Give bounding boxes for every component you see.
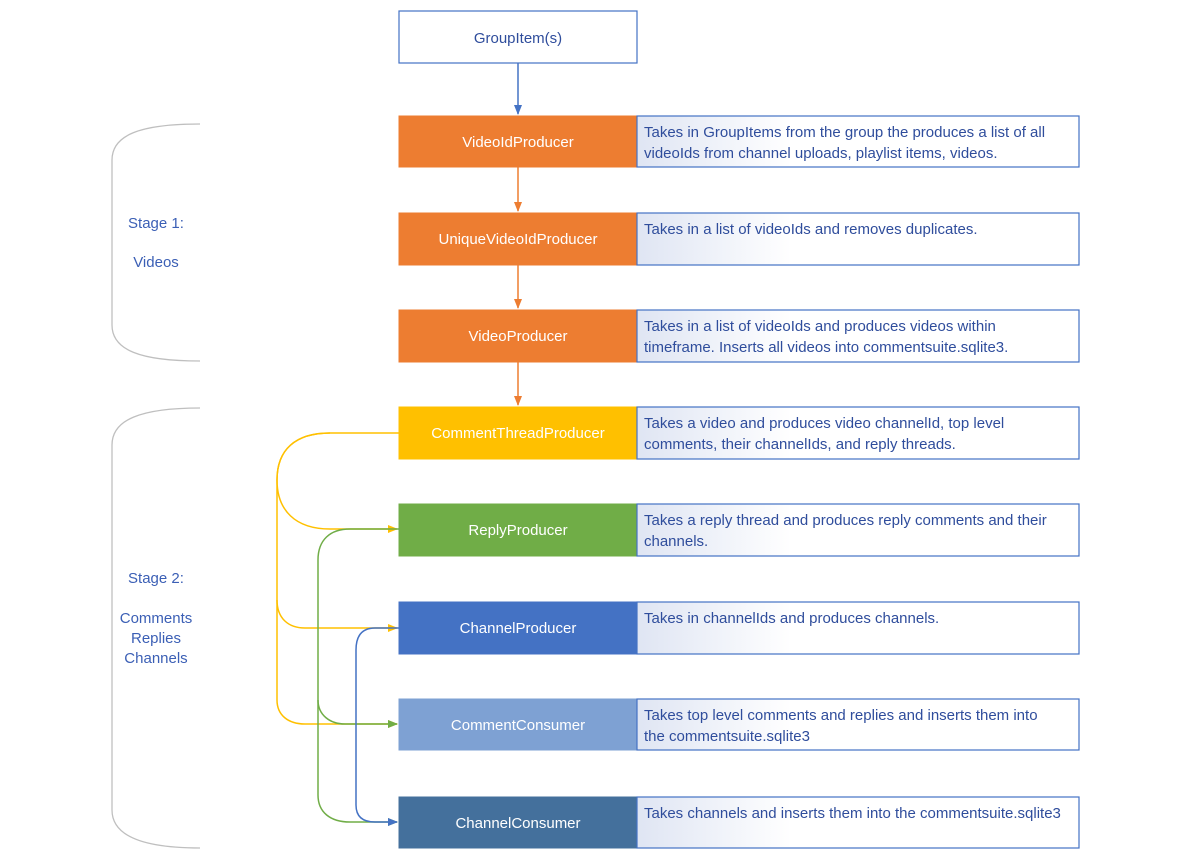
stage-1-line-videos: Videos bbox=[133, 254, 179, 271]
node-box bbox=[398, 698, 638, 751]
connector-reply-to-channelconsumer bbox=[317, 700, 398, 826]
node-description-line-2: videoIds from channel uploads, playlist … bbox=[644, 145, 998, 162]
group-items-box bbox=[398, 10, 638, 64]
node-label: CommentThreadProducer bbox=[431, 425, 604, 442]
group-items-label: GroupItem(s) bbox=[474, 30, 562, 47]
node-description-line-1: Takes in a list of videoIds and removes … bbox=[644, 221, 978, 238]
node-row-0: VideoIdProducer Takes in GroupItems from… bbox=[398, 115, 1080, 168]
stage-1-bracket bbox=[111, 123, 201, 362]
node-row-5: ChannelProducer Takes in channelIds and … bbox=[398, 601, 1080, 655]
stage-2-bracket bbox=[111, 407, 201, 849]
node-label: UniqueVideoIdProducer bbox=[438, 231, 597, 248]
node-description-box bbox=[636, 406, 1080, 460]
node-description-line-1: Takes a video and produces video channel… bbox=[644, 415, 1004, 432]
node-row-6: CommentConsumer Takes top level comments… bbox=[398, 698, 1080, 751]
node-description-box bbox=[636, 503, 1080, 557]
node-box bbox=[398, 796, 638, 849]
connector-commentthread-to-commentconsumer bbox=[276, 600, 398, 728]
node-description-box bbox=[636, 796, 1080, 849]
connector-commentthread-to-reply bbox=[276, 432, 399, 533]
node-description-line-2: the commentsuite.sqlite3 bbox=[644, 728, 810, 745]
node-label: ChannelProducer bbox=[460, 620, 577, 637]
node-row-3: CommentThreadProducer Takes a video and … bbox=[398, 406, 1080, 460]
stage-2-line-comments: Comments bbox=[120, 610, 193, 627]
stage-2-line-channels: Channels bbox=[124, 650, 187, 667]
node-box bbox=[398, 115, 638, 168]
node-description-box bbox=[636, 212, 1080, 266]
stage-2-line-replies: Replies bbox=[131, 630, 181, 647]
node-description-line-2: comments, their channelIds, and reply th… bbox=[644, 436, 956, 453]
node-row-1: UniqueVideoIdProducer Takes in a list of… bbox=[398, 212, 1080, 266]
node-box bbox=[398, 212, 638, 266]
node-description-line-1: Takes top level comments and replies and… bbox=[644, 707, 1038, 724]
node-description-line-1: Takes a reply thread and produces reply … bbox=[644, 512, 1047, 529]
connector-reply-loop bbox=[317, 528, 399, 728]
node-description-line-2: timeframe. Inserts all videos into comme… bbox=[644, 339, 1008, 356]
node-description-box bbox=[636, 115, 1080, 168]
node-row-7: ChannelConsumer Takes channels and inser… bbox=[398, 796, 1080, 849]
connector-commentthread-to-channelproducer bbox=[276, 432, 398, 632]
node-description-line-2: channels. bbox=[644, 533, 708, 550]
stage-2-title: Stage 2: bbox=[128, 570, 184, 587]
node-description-line-1: Takes in channelIds and produces channel… bbox=[644, 610, 939, 627]
node-label: CommentConsumer bbox=[451, 717, 585, 734]
node-description-line-1: Takes in a list of videoIds and produces… bbox=[644, 318, 996, 335]
node-label: ChannelConsumer bbox=[455, 815, 580, 832]
node-label: ReplyProducer bbox=[468, 522, 567, 539]
node-row-2: VideoProducer Takes in a list of videoId… bbox=[398, 309, 1080, 363]
node-row-4: ReplyProducer Takes a reply thread and p… bbox=[398, 503, 1080, 557]
connector-channelproducer-to-channelconsumer bbox=[355, 627, 399, 826]
node-description-line-1: Takes channels and inserts them into the… bbox=[644, 805, 1061, 822]
node-description-box bbox=[636, 601, 1080, 655]
node-label: VideoProducer bbox=[469, 328, 568, 345]
node-description-box bbox=[636, 309, 1080, 363]
node-box bbox=[398, 503, 638, 557]
node-description-line-1: Takes in GroupItems from the group the p… bbox=[644, 124, 1045, 141]
node-label: VideoIdProducer bbox=[462, 134, 573, 151]
node-description-box bbox=[636, 698, 1080, 751]
node-box bbox=[398, 309, 638, 363]
stage-1-title: Stage 1: bbox=[128, 215, 184, 232]
